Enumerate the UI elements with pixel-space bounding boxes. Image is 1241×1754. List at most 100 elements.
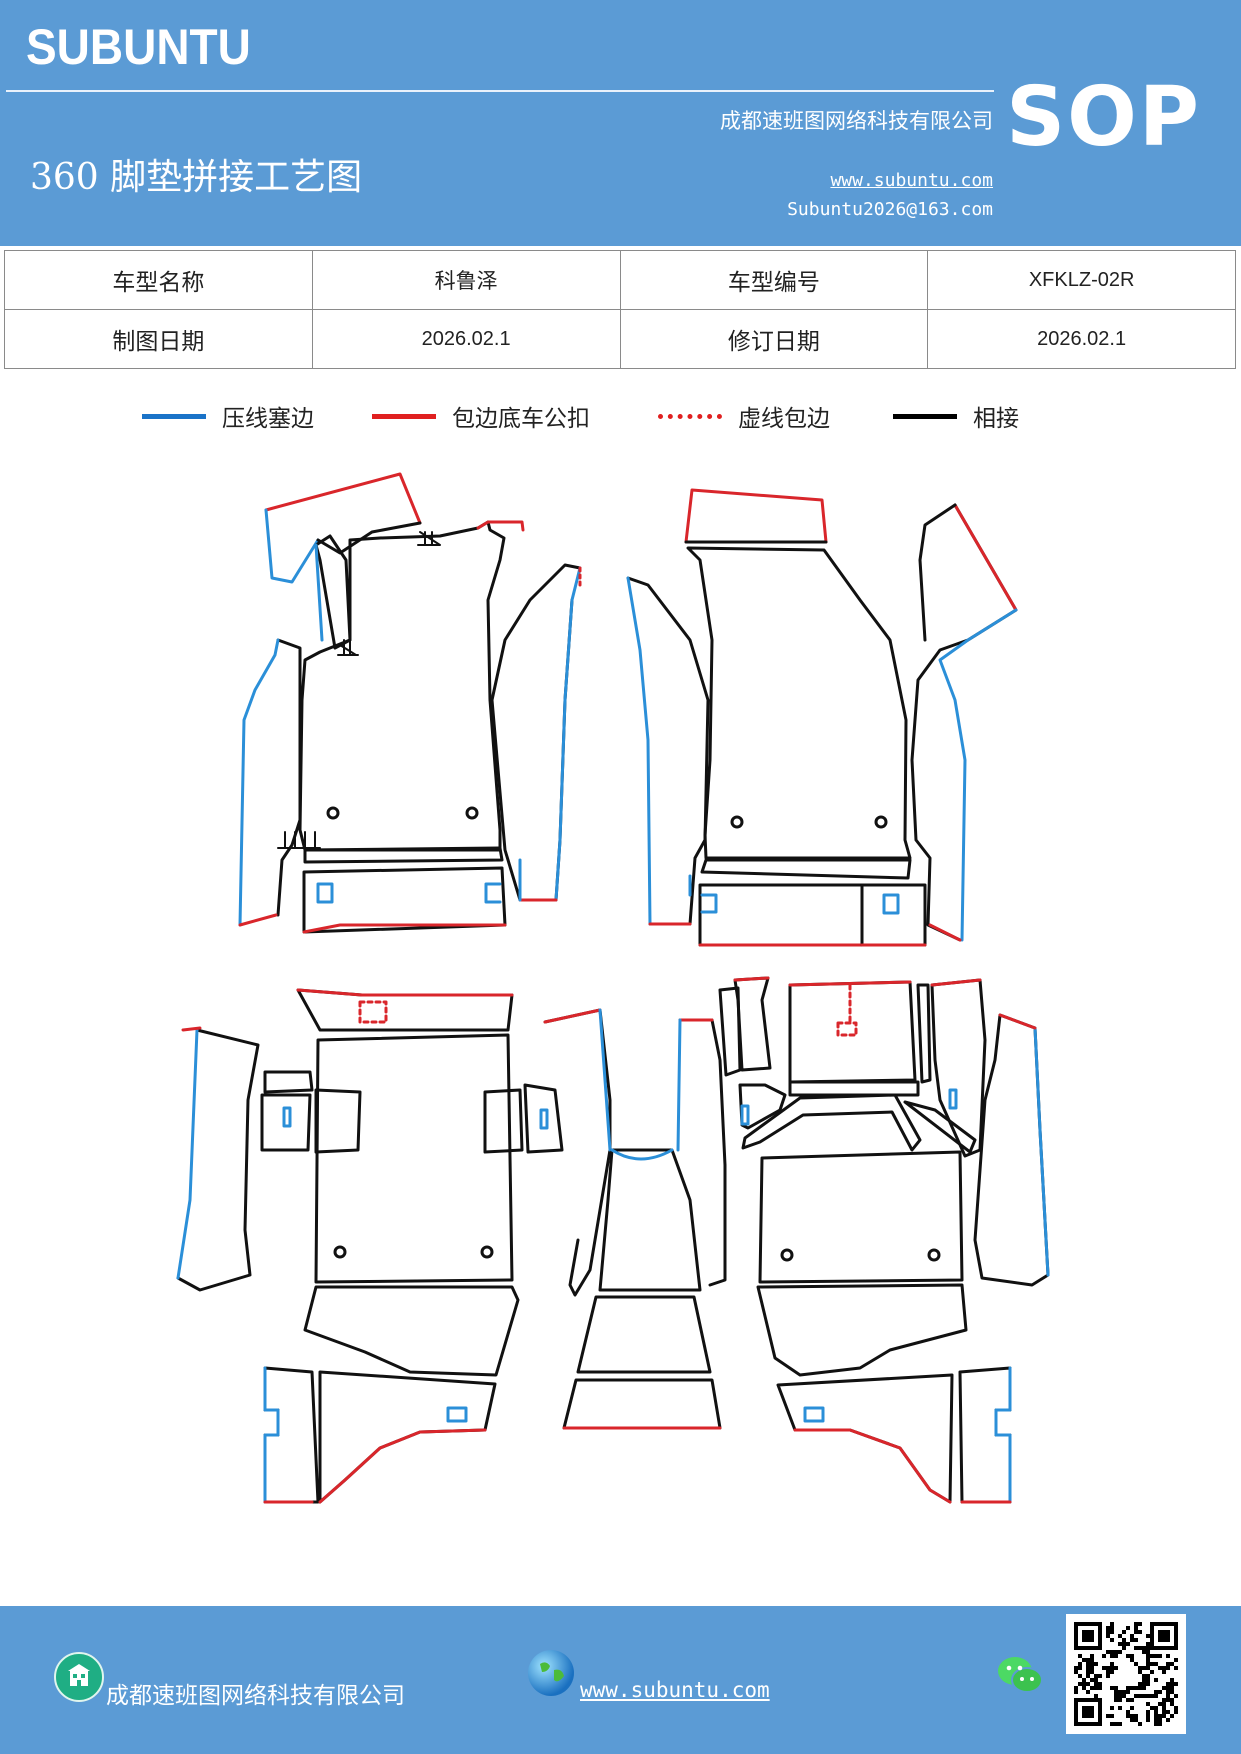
mat-piece xyxy=(758,1150,964,1284)
mat-hole xyxy=(874,815,888,829)
mat-piece xyxy=(998,1013,1037,1030)
mat-piece xyxy=(314,543,324,642)
mat-piece xyxy=(756,1283,968,1377)
mat-piece xyxy=(543,1008,602,1024)
mat-group-center xyxy=(543,1008,727,1430)
mat-hole xyxy=(326,806,340,820)
header-divider xyxy=(6,90,994,92)
vehicle-info-table: 车型名称 科鲁泽 车型编号 XFKLZ-02R 制图日期 2026.02.1 修… xyxy=(4,250,1236,369)
mat-piece xyxy=(928,923,962,942)
joint-mark xyxy=(277,831,321,849)
legend-label: 包边底车公扣 xyxy=(452,406,590,432)
mat-piece xyxy=(576,1295,712,1374)
mat-piece xyxy=(316,521,422,555)
mat-piece xyxy=(263,1366,280,1504)
mat-piece xyxy=(733,976,772,1072)
mat-piece xyxy=(953,503,1018,612)
mat-clip-slot xyxy=(446,1406,468,1423)
mat-hole xyxy=(333,1245,347,1259)
footer-company-name: 成都速班图网络科技有限公司 xyxy=(106,1683,405,1709)
mat-piece xyxy=(788,1080,920,1097)
mat-piece xyxy=(1033,1026,1050,1277)
mat-piece xyxy=(523,1083,564,1154)
model-name-value: 科鲁泽 xyxy=(311,250,621,310)
mat-piece xyxy=(930,978,987,1158)
header-website-link[interactable]: www.subuntu.com xyxy=(830,170,993,191)
header-company-name: 成都速班图网络科技有限公司 xyxy=(720,109,993,133)
dotted-edge-marker xyxy=(358,1000,388,1024)
mat-group-rear-left xyxy=(176,988,564,1504)
legend-item-red: 包边底车公扣 xyxy=(372,396,590,436)
legend-item-black: 相接 xyxy=(893,396,1019,436)
footer-website-link[interactable]: www.subuntu.com xyxy=(580,1678,770,1702)
header-email: Subuntu2026@163.com xyxy=(787,199,993,220)
mat-piece xyxy=(181,1026,202,1032)
mat-piece xyxy=(994,1366,1012,1504)
mat-piece xyxy=(918,503,957,642)
mat-clip-slot xyxy=(282,1106,292,1128)
mat-hole xyxy=(480,1245,494,1259)
mat-piece xyxy=(296,988,514,997)
mat-piece xyxy=(302,866,507,934)
mat-clip-slot xyxy=(948,1088,958,1110)
draw-date-label: 制图日期 xyxy=(4,309,313,369)
mat-piece xyxy=(562,1378,722,1430)
mat-piece xyxy=(238,638,280,927)
mat-clip-slot xyxy=(700,893,718,914)
mat-piece xyxy=(678,1018,727,1287)
mat-piece xyxy=(476,520,525,532)
mat-piece xyxy=(698,883,864,947)
mat-piece xyxy=(176,1028,199,1280)
table-row: 车型名称 科鲁泽 车型编号 XFKLZ-02R xyxy=(4,250,1236,310)
legend-item-blue: 压线塞边 xyxy=(142,396,314,436)
mat-piece xyxy=(903,1100,977,1154)
mat-piece xyxy=(263,1070,314,1094)
mat-group-rear-right xyxy=(718,976,1050,1504)
mat-piece xyxy=(276,638,302,917)
mat-group-front-right xyxy=(626,488,1018,947)
mat-piece xyxy=(684,488,828,544)
mat-clip-slot xyxy=(882,893,900,915)
mat-piece xyxy=(916,983,932,1084)
mat-piece xyxy=(318,1428,487,1504)
mat-clip-slot xyxy=(803,1406,825,1423)
mat-piece xyxy=(260,1093,312,1152)
mat-hole xyxy=(927,1248,941,1262)
legend-swatch-black xyxy=(893,413,957,419)
mat-piece xyxy=(264,508,320,584)
mat-piece xyxy=(626,576,652,926)
mat-hole xyxy=(465,806,479,820)
mat-piece xyxy=(264,472,422,525)
mat-piece xyxy=(741,1093,922,1152)
legend-swatch-red-dotted xyxy=(658,413,722,419)
mat-piece xyxy=(733,976,770,982)
mat-piece xyxy=(938,608,1018,942)
mat-piece xyxy=(598,1148,702,1292)
mat-piece xyxy=(700,858,912,880)
mat-clip-slot xyxy=(316,882,334,904)
legend-label: 虚线包边 xyxy=(738,406,830,432)
mat-clip-slot xyxy=(484,882,502,904)
wechat-icon[interactable] xyxy=(996,1654,1044,1696)
revision-date-label: 修订日期 xyxy=(619,309,929,369)
mat-piece xyxy=(483,1088,524,1154)
mat-piece xyxy=(176,1028,260,1292)
mat-piece xyxy=(303,846,504,864)
mat-piece xyxy=(314,1088,362,1154)
table-row: 制图日期 2026.02.1 修订日期 2026.02.1 xyxy=(4,309,1236,369)
model-code-label: 车型编号 xyxy=(619,250,929,310)
dotted-edge-marker xyxy=(836,1021,858,1037)
mat-hole xyxy=(730,815,744,829)
brand-logo: SUBUNTU xyxy=(26,19,251,75)
mat-piece xyxy=(302,923,507,934)
mat-piece xyxy=(793,1428,952,1504)
legend-label: 相接 xyxy=(973,406,1019,432)
mat-piece xyxy=(298,520,506,852)
mat-piece xyxy=(626,576,710,926)
joint-mark xyxy=(337,639,359,656)
draw-date-value: 2026.02.1 xyxy=(311,309,621,369)
mat-clip-slot xyxy=(740,1104,750,1126)
header-banner: SUBUNTU SOP 360 脚垫拼接工艺图 成都速班图网络科技有限公司 ww… xyxy=(0,0,1241,246)
mat-piece xyxy=(554,566,582,902)
building-icon xyxy=(54,1652,104,1702)
